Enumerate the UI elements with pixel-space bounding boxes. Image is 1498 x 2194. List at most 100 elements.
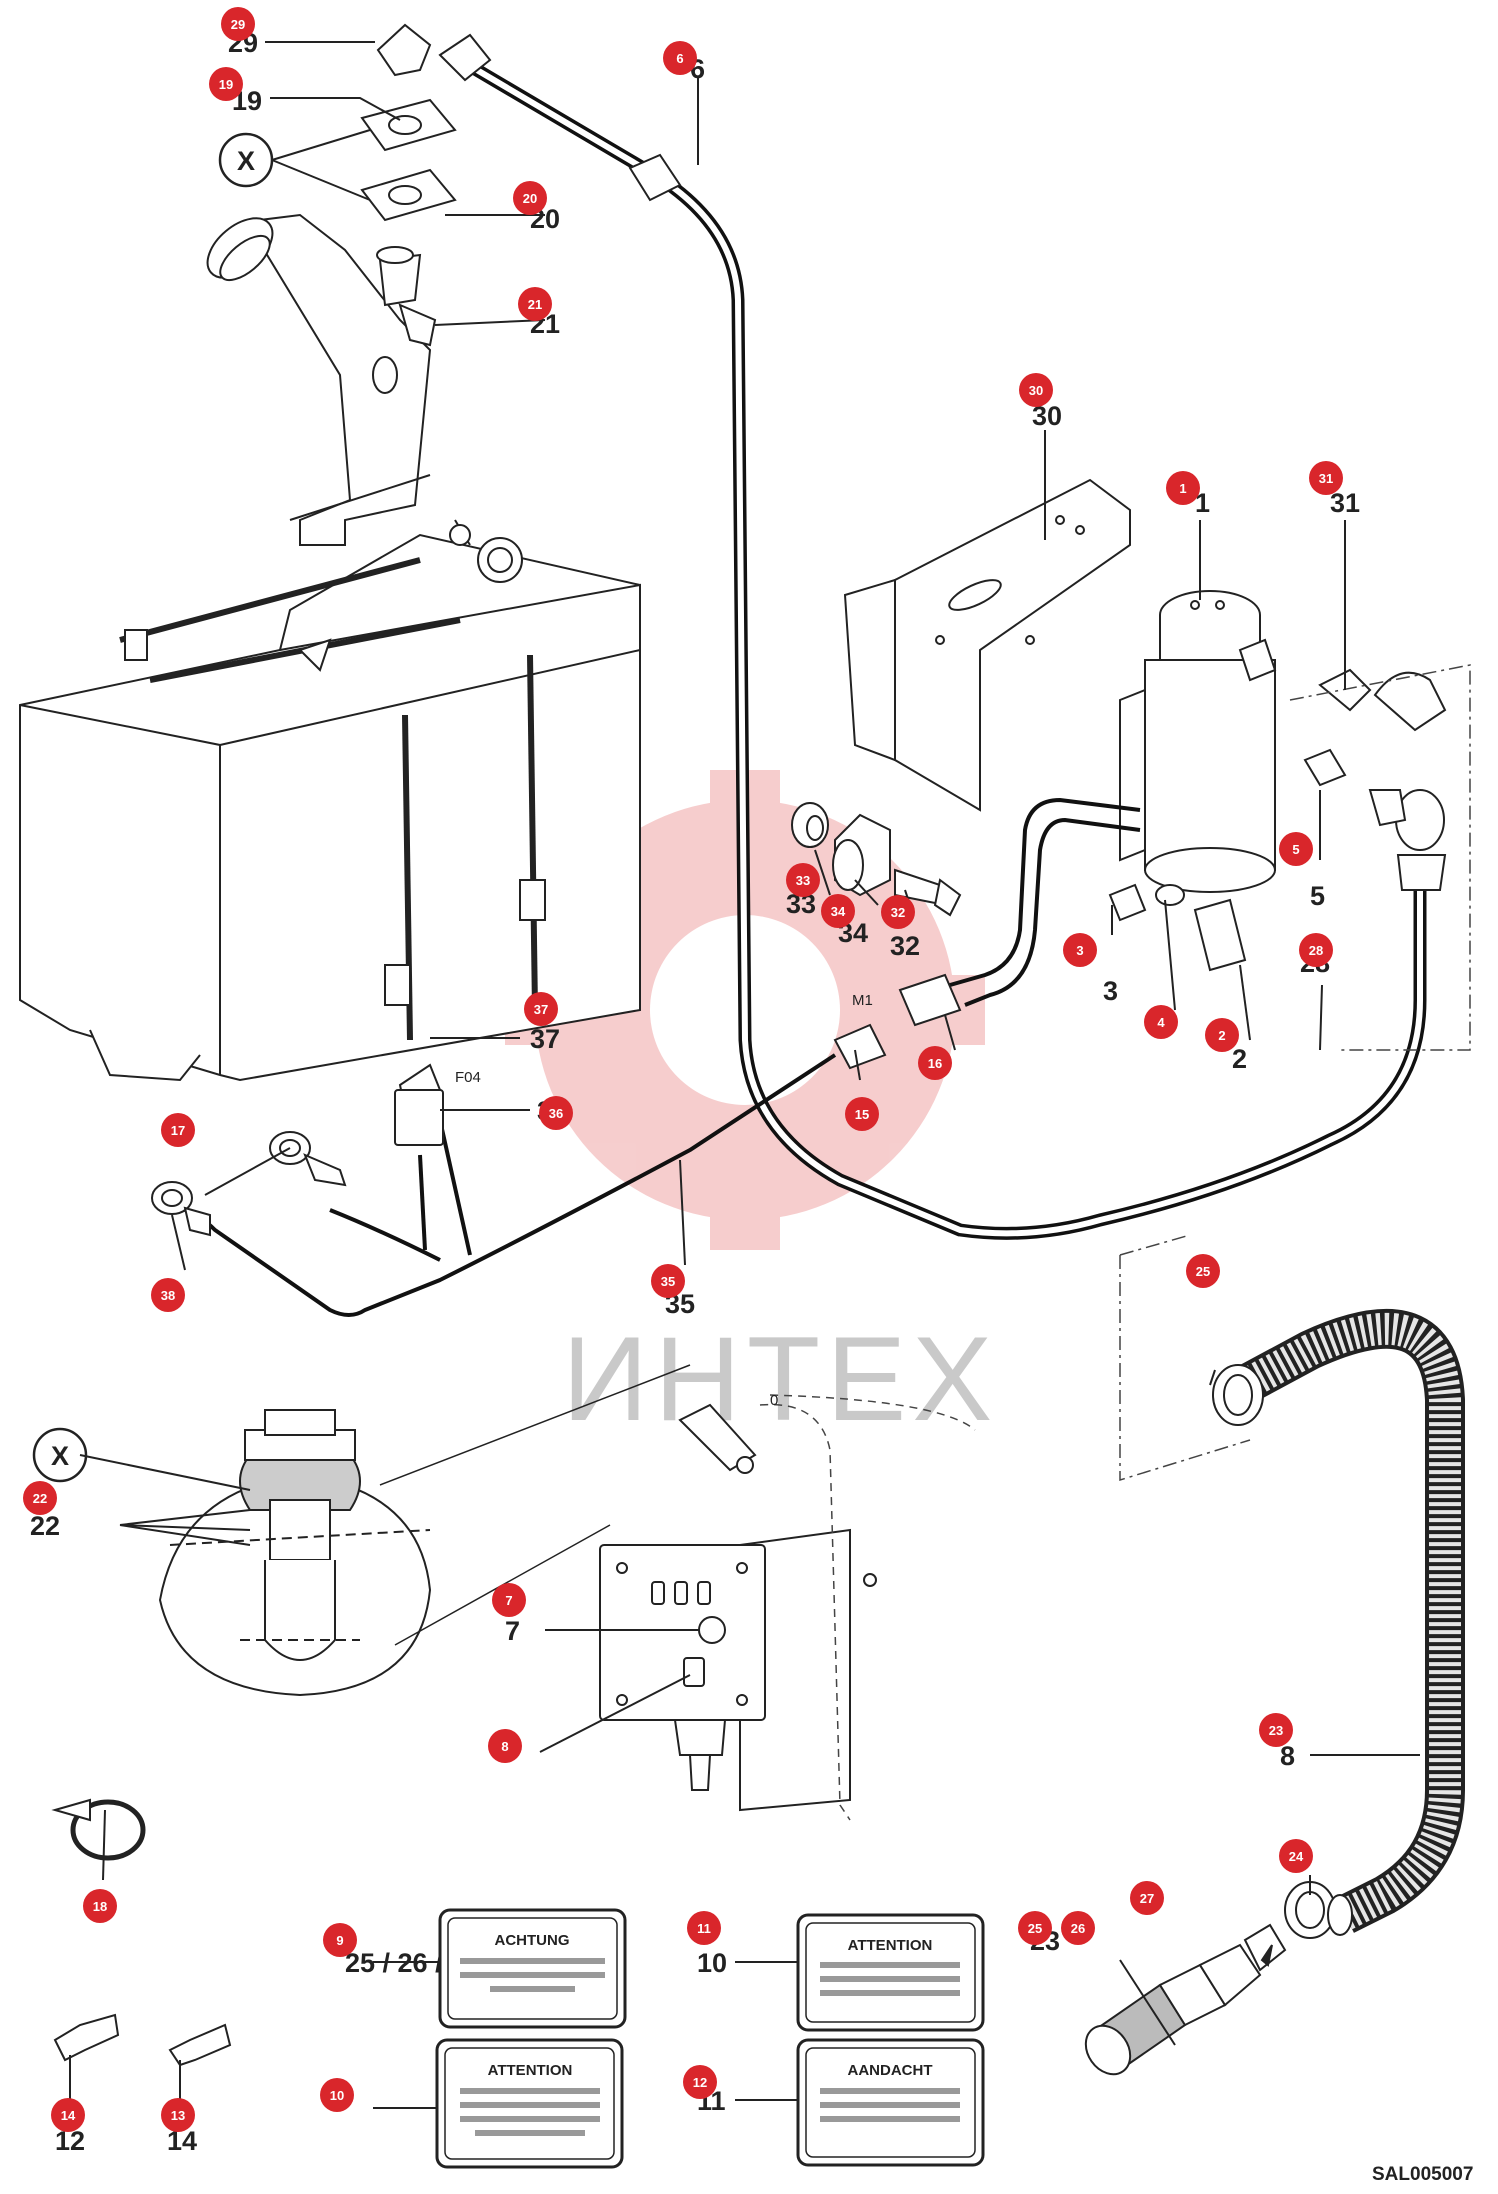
callout-30: 30 (1019, 373, 1053, 407)
callout-28: 28 (1299, 933, 1333, 967)
callout-27: 27 (1130, 1881, 1164, 1915)
callout-22: 22 (23, 1481, 57, 1515)
svg-text:11: 11 (697, 1921, 711, 1936)
main-hose (453, 53, 1427, 1240)
svg-text:18: 18 (93, 1899, 107, 1914)
callout-35: 35 (651, 1264, 685, 1298)
svg-text:38: 38 (161, 1288, 175, 1303)
svg-text:29: 29 (231, 17, 245, 32)
svg-text:30: 30 (1029, 383, 1043, 398)
callout-19: 19 (209, 67, 243, 101)
part-number: 31 (1330, 488, 1360, 518)
svg-text:ATTENTION: ATTENTION (848, 1937, 933, 1954)
sticker-10: ATTENTION (435, 2038, 624, 2169)
callout-1: 1 (1166, 471, 1200, 505)
top-fittings (360, 23, 457, 347)
return-hose (1235, 1308, 1465, 1933)
svg-text:X: X (51, 1441, 69, 1471)
callout-12: 12 (683, 2065, 717, 2099)
callout-8: 8 (488, 1729, 522, 1763)
bracket (843, 478, 1131, 812)
callout-37: 37 (524, 992, 558, 1026)
svg-text:12: 12 (693, 2075, 707, 2090)
x-marker-top: X (218, 132, 274, 188)
part-number: 10 (697, 1948, 727, 1978)
hose-ends (438, 33, 1447, 891)
part-number: 22 (30, 1511, 60, 1541)
svg-text:ATTENTION: ATTENTION (488, 2062, 573, 2079)
callout-10: 10 (320, 2078, 354, 2112)
callout-7: 7 (492, 1583, 526, 1617)
callout-15: 15 (845, 1097, 879, 1131)
filter (1119, 590, 1277, 893)
svg-text:19: 19 (219, 77, 233, 92)
callout-5: 5 (1279, 832, 1313, 866)
svg-text:27: 27 (1140, 1891, 1154, 1906)
reference-code: SAL005007 (1372, 2164, 1473, 2185)
filter-dashed-outline (1289, 664, 1471, 1051)
svg-text:ACHTUNG: ACHTUNG (495, 1932, 570, 1949)
callout-9: 9 (323, 1923, 357, 1957)
sticker-9: ACHTUNG (438, 1908, 627, 2029)
svg-text:8: 8 (501, 1739, 508, 1754)
part-number: 8 (1280, 1741, 1295, 1771)
svg-text:15: 15 (855, 1107, 869, 1122)
callout-2: 2 (1205, 1018, 1239, 1052)
sticker-12: AANDACHT (796, 2038, 985, 2167)
svg-text:X: X (237, 146, 255, 176)
quick-coupling (1084, 1923, 1287, 2076)
callout-14: 14 (51, 2098, 85, 2132)
part-number: 32 (890, 931, 920, 961)
svg-text:22: 22 (33, 1491, 47, 1506)
filter-wires (949, 797, 1141, 1007)
callout-25b: 25 (1018, 1911, 1052, 1945)
svg-text:9: 9 (336, 1933, 343, 1948)
svg-text:28: 28 (1309, 943, 1323, 958)
svg-text:2: 2 (1218, 1028, 1225, 1043)
callout-17: 17 (161, 1113, 195, 1147)
svg-text:20: 20 (523, 191, 537, 206)
control-box-mark: 0 (770, 1392, 778, 1409)
svg-text:5: 5 (1292, 842, 1299, 857)
svg-text:16: 16 (928, 1056, 942, 1071)
svg-text:6: 6 (676, 51, 683, 66)
filler-neck (206, 213, 523, 672)
return-hose-inner (1237, 1312, 1461, 1930)
callout-29: 29 (221, 7, 255, 41)
filter-fittings (1108, 668, 1447, 972)
tank (19, 533, 641, 1082)
callout-24: 24 (1279, 1839, 1313, 1873)
svg-text:13: 13 (171, 2108, 185, 2123)
return-dashed (1119, 1234, 1251, 1482)
callout-31: 31 (1309, 461, 1343, 495)
svg-text:36: 36 (549, 1106, 563, 1121)
callout-38: 38 (151, 1278, 185, 1312)
callout-32: 32 (881, 895, 915, 929)
bolt-group (791, 802, 962, 917)
part-number: 1 (1195, 488, 1210, 518)
svg-text:26: 26 (1071, 1921, 1085, 1936)
x-marker-bottom: X (32, 1427, 88, 1483)
control-box (599, 1403, 877, 1812)
svg-text:25: 25 (1196, 1264, 1210, 1279)
callout-6: 6 (663, 41, 697, 75)
part-number: 2 (1232, 1044, 1247, 1074)
connectors (833, 973, 962, 1070)
callout-3: 3 (1063, 933, 1097, 967)
callout-33: 33 (786, 863, 820, 897)
watermark-text: ИНТЕХ (562, 1312, 998, 1446)
svg-text:AANDACHT: AANDACHT (848, 2062, 933, 2079)
leader-lines (69, 41, 1420, 2120)
part-number: 7 (505, 1616, 520, 1646)
svg-text:37: 37 (534, 1002, 548, 1017)
sticker-11: ATTENTION (796, 1913, 985, 2032)
wire-label-f04: F04 (455, 1069, 481, 1086)
svg-text:4: 4 (1157, 1015, 1165, 1030)
svg-text:35: 35 (661, 1274, 675, 1289)
callout-26: 26 (1061, 1911, 1095, 1945)
svg-text:21: 21 (528, 297, 542, 312)
svg-text:25: 25 (1028, 1921, 1042, 1936)
callout-13: 13 (161, 2098, 195, 2132)
